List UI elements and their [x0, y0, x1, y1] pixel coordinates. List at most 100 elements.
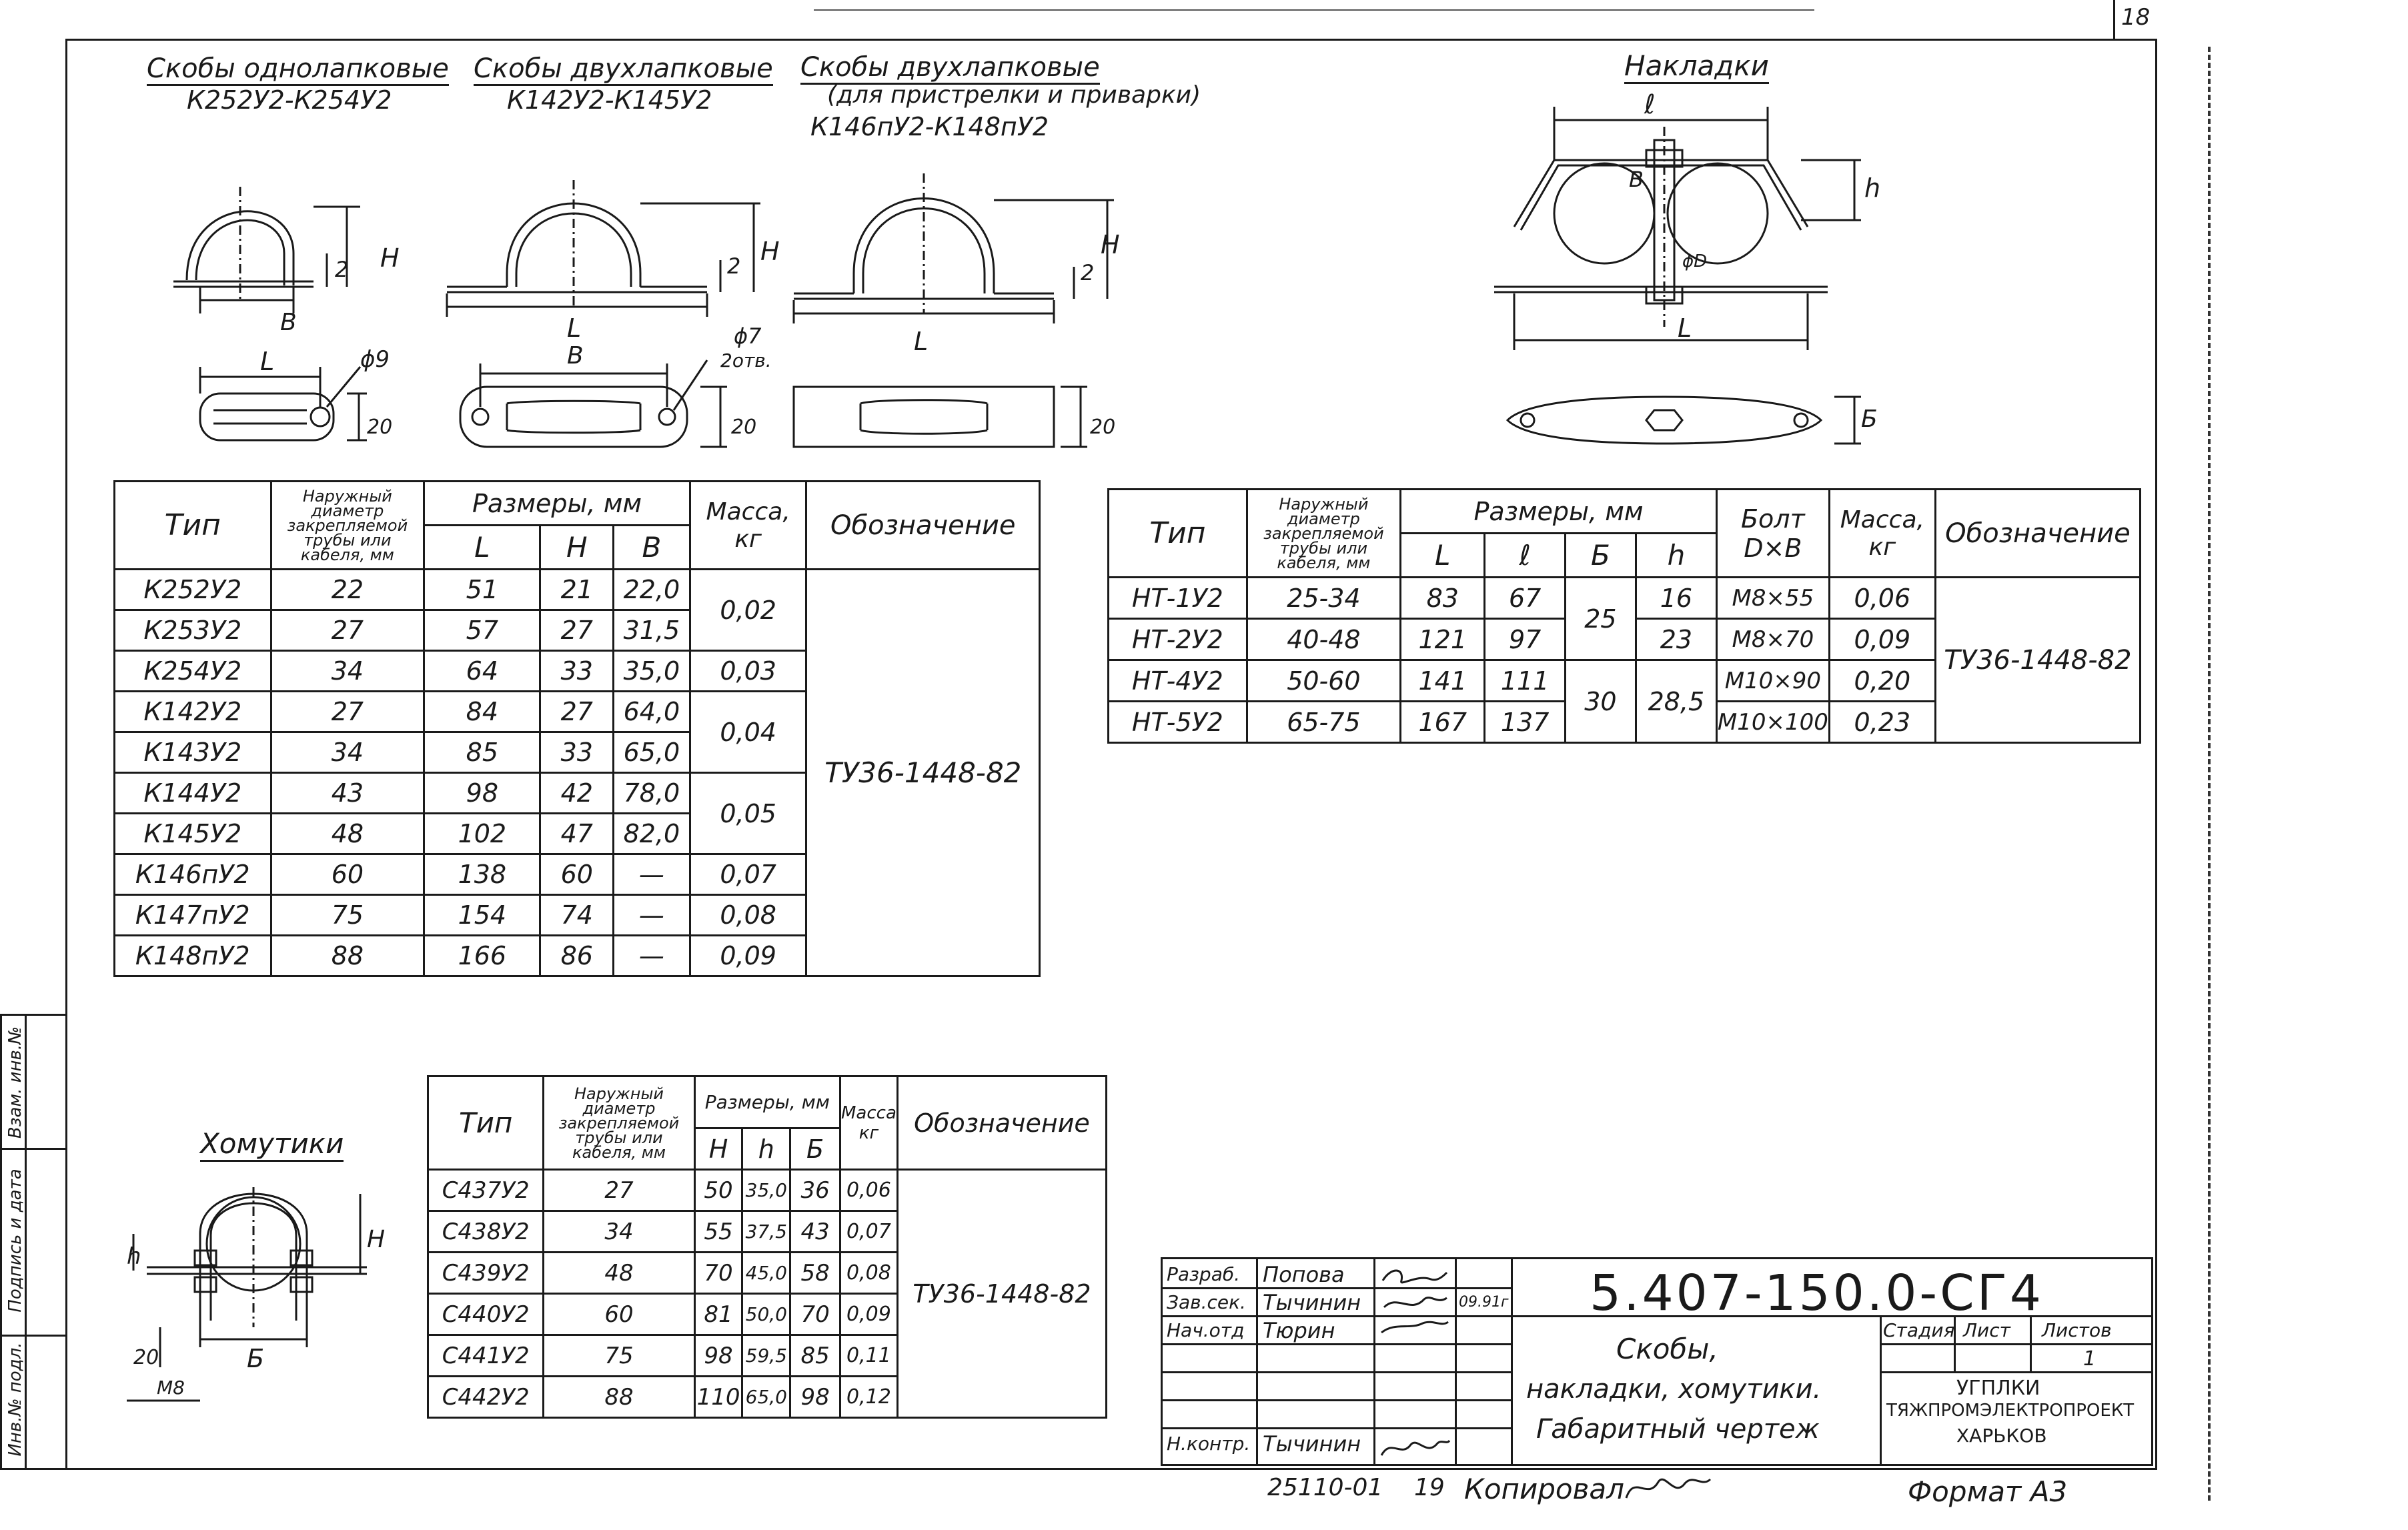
- t2-h-dimensions: Размеры, мм: [1399, 488, 1718, 534]
- t1-h-designation: Обозначение: [805, 480, 1041, 570]
- t1-r1-L: 57: [423, 609, 542, 652]
- right-edge-line: [2208, 47, 2211, 1501]
- t2-h-mass: Масса, кг: [1828, 488, 1936, 578]
- footer-copy-num: 19: [1414, 1474, 1445, 1501]
- t3-r0-H: 50: [693, 1169, 744, 1212]
- footer-format: Формат А3: [1908, 1475, 2068, 1508]
- overlay-phiD-label: ϕD: [1682, 251, 1707, 271]
- t2-r2-d: 50-60: [1245, 659, 1402, 702]
- t3-r4-H: 98: [693, 1334, 744, 1377]
- t2-h-l: ℓ: [1483, 532, 1566, 578]
- welded-H-label: H: [1101, 230, 1120, 259]
- t1-r1-type: К253У2: [113, 609, 272, 652]
- t3-r3-H: 81: [693, 1293, 744, 1336]
- t2-r1-L: 121: [1399, 618, 1486, 661]
- page-number-box: [2113, 0, 2155, 41]
- t3-r2-d: 48: [542, 1251, 696, 1295]
- t3-h-mass: Масса кг: [838, 1075, 898, 1171]
- t1-h-B: В: [612, 524, 691, 570]
- t2-r0-mass: 0,06: [1828, 576, 1936, 620]
- t1-r3-B: 64,0: [612, 690, 691, 733]
- single-2-label: 2: [335, 257, 348, 282]
- tb-name-2: Тюрин: [1263, 1318, 1335, 1343]
- tb-role-1: Зав.сек.: [1167, 1291, 1246, 1313]
- t2-h-type: Тип: [1107, 488, 1248, 578]
- drawing-frame: [65, 39, 2157, 1470]
- org-line-2: ТЯЖПРОМЭЛЕКТРОПРОЕКТ: [1886, 1401, 2135, 1421]
- double-clamps-subtitle: К142У2-К145У2: [507, 85, 712, 115]
- double-H-label: H: [760, 237, 780, 266]
- t1-r6-type: К145У2: [113, 812, 272, 855]
- t2-r2-mass: 0,20: [1828, 659, 1936, 702]
- t1-r0-B: 22,0: [612, 568, 691, 611]
- t3-h-B: Б: [789, 1127, 841, 1171]
- double-clamp-welded-drawing: L H 2 20: [792, 173, 1120, 448]
- t1-r9-type: К148пУ2: [113, 934, 272, 977]
- welded-L-label: L: [914, 327, 928, 356]
- collar-20-label: 20: [133, 1346, 159, 1369]
- footer-signature: [1625, 1478, 1712, 1499]
- org-line-3: ХАРЬКОВ: [1956, 1425, 2047, 1447]
- t2-r3-mass: 0,23: [1828, 700, 1936, 744]
- t1-r7-L: 138: [423, 853, 542, 896]
- t2-h-h: h: [1635, 532, 1718, 578]
- double-clamps-welded-title: Скобы двухлапковые: [800, 52, 1100, 85]
- welded-20-label: 20: [1090, 416, 1115, 439]
- t3-r1-H: 55: [693, 1210, 744, 1253]
- tb-name-6: Тычинин: [1263, 1431, 1361, 1457]
- t3-h-designation: Обозначение: [896, 1075, 1108, 1171]
- t1-h-mass: Масса, кг: [688, 480, 808, 570]
- overlays-drawing: ℓ L h В ϕD Б: [1494, 89, 1880, 445]
- t2-r0-d: 25-34: [1245, 576, 1402, 620]
- title-line-1: Скобы,: [1616, 1333, 1718, 1365]
- collar-m8-label: М8: [157, 1377, 185, 1399]
- t3-r1-mass: 0,07: [838, 1210, 898, 1253]
- t3-h-h: h: [741, 1127, 792, 1171]
- t1-r6-H: 47: [539, 812, 615, 855]
- collar-B-label: Б: [247, 1344, 264, 1373]
- t1-mass-2: 0,04: [688, 690, 808, 774]
- t3-h-diameter: Наружный диаметр закрепляемой трубы или …: [542, 1075, 696, 1171]
- t3-r3-type: С440У2: [426, 1293, 545, 1336]
- t1-r3-H: 27: [539, 690, 615, 733]
- t1-r5-d: 43: [269, 772, 426, 814]
- t2-r0-bolt: М8×55: [1715, 576, 1830, 620]
- double-clamp-drawing: L B ϕ7 2отв. H 2 20: [446, 180, 780, 448]
- table-collars: Тип Наружный диаметр закрепляемой трубы …: [426, 1075, 1108, 1419]
- t1-r7-type: К146пУ2: [113, 853, 272, 896]
- t1-r7-d: 60: [269, 853, 426, 896]
- t3-r1-d: 34: [542, 1210, 696, 1253]
- t1-r2-d: 34: [269, 650, 426, 692]
- side-stamp-replace: Взам. инв.№: [5, 1026, 25, 1139]
- t1-r0-d: 22: [269, 568, 426, 611]
- t1-r4-B: 65,0: [612, 731, 691, 774]
- table-clamps: Тип Наружный диаметр закрепляемой трубы …: [113, 480, 1041, 977]
- overlay-L-label: L: [1678, 313, 1692, 343]
- t3-r2-H: 70: [693, 1251, 744, 1295]
- tb-sheets: Листов: [2042, 1319, 2112, 1341]
- double-holes-label: 2отв.: [720, 349, 772, 371]
- t1-r2-L: 64: [423, 650, 542, 692]
- t2-h-bolt: Болт D×B: [1715, 488, 1830, 578]
- t3-r3-d: 60: [542, 1293, 696, 1336]
- t1-r2-type: К254У2: [113, 650, 272, 692]
- t3-r2-B: 58: [789, 1251, 841, 1295]
- t3-r1-h: 37,5: [741, 1210, 792, 1253]
- t2-r1-bolt: М8×70: [1715, 618, 1830, 661]
- t1-r5-H: 42: [539, 772, 615, 814]
- tb-role-2: Нач.отд: [1167, 1319, 1245, 1341]
- t3-r2-mass: 0,08: [838, 1251, 898, 1295]
- double-hole-label: ϕ7: [734, 323, 762, 349]
- t1-r8-H: 74: [539, 894, 615, 936]
- t3-r4-type: С441У2: [426, 1334, 545, 1377]
- t3-h-H: H: [693, 1127, 744, 1171]
- t1-mass-6: 0,09: [688, 934, 808, 977]
- double-B-label: B: [567, 342, 584, 369]
- t3-r4-d: 75: [542, 1334, 696, 1377]
- t1-h-type: Тип: [113, 480, 272, 570]
- signature-1: [1381, 1269, 1449, 1334]
- footer-copy-code: 25110-01: [1267, 1474, 1383, 1501]
- t2-h-designation: Обозначение: [1934, 488, 2142, 578]
- t1-r3-d: 27: [269, 690, 426, 733]
- t2-r2-h: 28,5: [1635, 659, 1718, 744]
